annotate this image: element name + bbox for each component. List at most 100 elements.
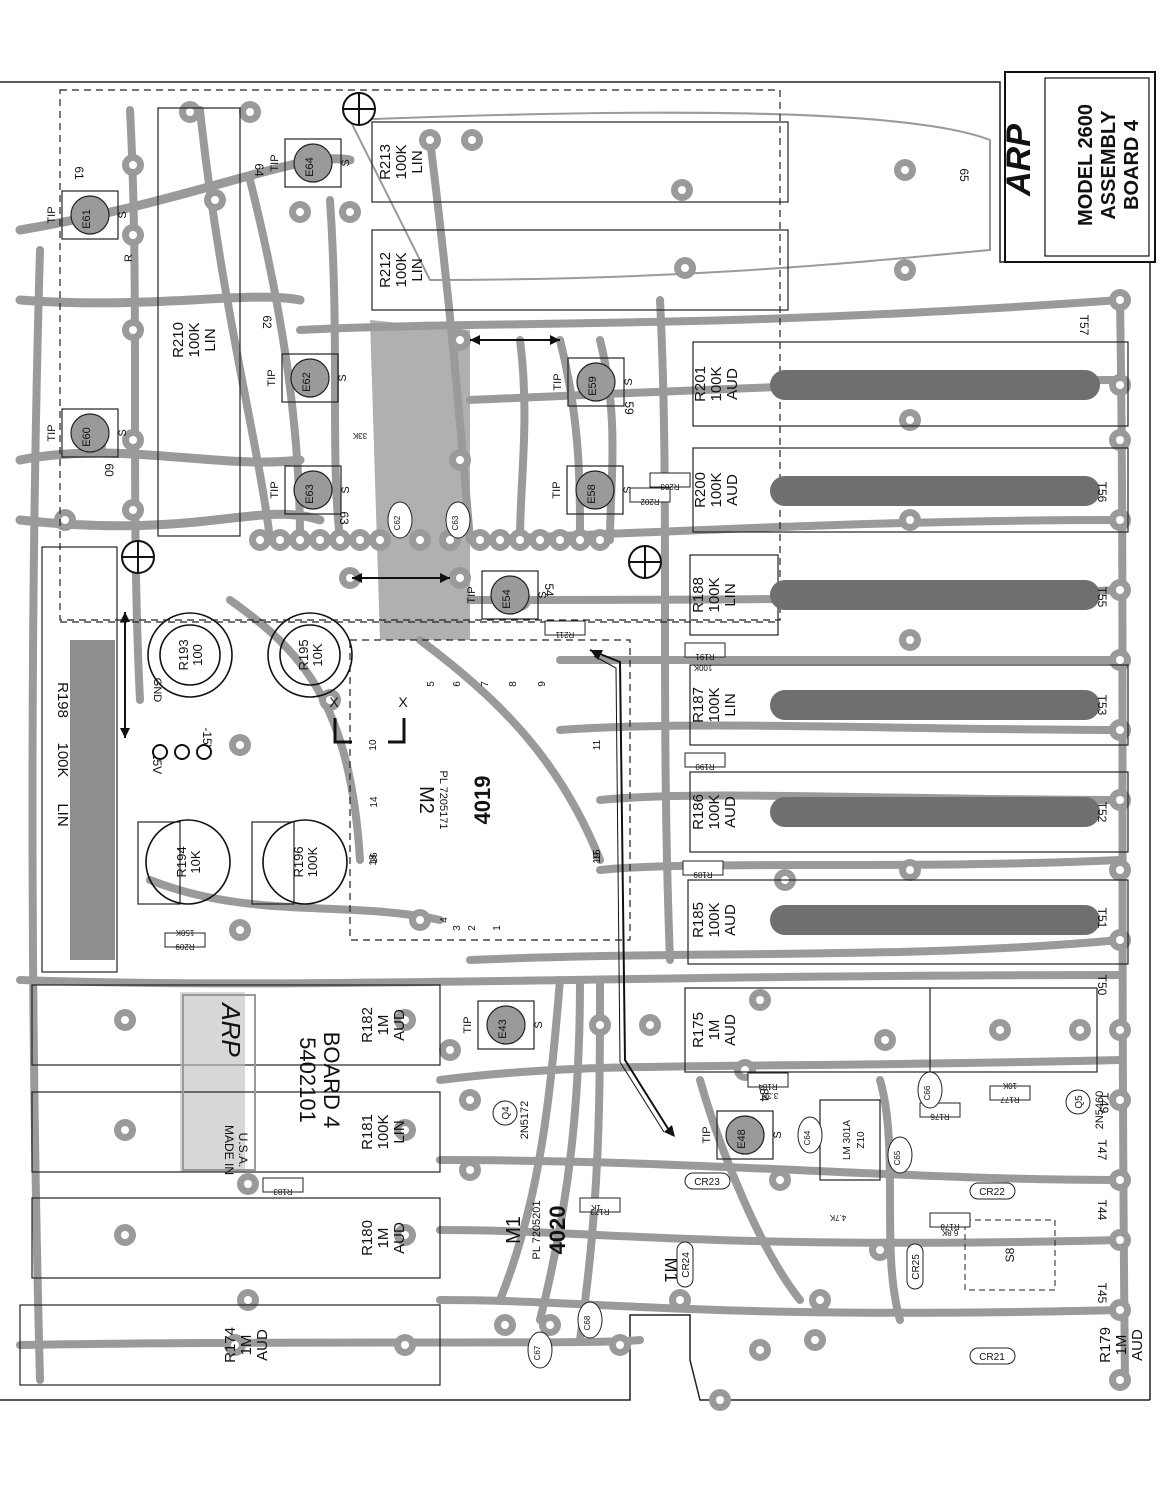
resistor-ref: R177 — [1000, 1095, 1020, 1104]
transistor-type: 2N5172 — [519, 1101, 531, 1140]
pot-value: 100K — [393, 252, 410, 287]
edge-label: 54 — [542, 583, 556, 597]
tab-label: T47 — [1095, 1140, 1109, 1161]
pot-ref: R179 — [1097, 1327, 1114, 1363]
pot-value: 100K — [393, 144, 410, 179]
jack-ref: E60 — [81, 427, 93, 447]
jack-ref: E48 — [736, 1129, 748, 1149]
edge-label: 62 — [260, 315, 274, 329]
pot-ref: R201 — [692, 366, 709, 402]
jack-e54: E54 TIP S — [466, 570, 549, 620]
chip-pin: 10 — [368, 739, 379, 751]
pot-ref: R180 — [359, 1220, 376, 1256]
edge-label: 65 — [957, 168, 971, 182]
pot-taper: AUD — [391, 1009, 408, 1041]
pot-value: 100K — [706, 794, 723, 829]
jack-ref: E58 — [586, 484, 598, 504]
transistor-q4: Q4 2N5172 — [492, 1100, 531, 1140]
trimmer-ref: R193 — [176, 639, 191, 670]
slide-pot-r182: R182 1M AUD — [31, 984, 441, 1172]
resistor-r191: R191 — [684, 642, 726, 661]
pot-taper: AUD — [724, 474, 741, 506]
jack-sleeve-label: S — [117, 429, 129, 436]
cut-mark-2: X — [398, 694, 408, 710]
jack-ref: E54 — [501, 589, 513, 609]
capacitor-c63: C63 — [445, 501, 471, 539]
resistor-r209: R209 — [164, 932, 206, 951]
slide-pot-r200: R200 100K AUD — [692, 447, 1129, 533]
supply-gnd: GND — [151, 678, 163, 703]
ic-m2: M2 PL 7205171 4019 — [415, 771, 495, 830]
title-line-2: ASSEMBLY — [1098, 110, 1120, 220]
jack-ref: E59 — [587, 376, 599, 396]
trimmer-ref: R194 — [174, 846, 189, 877]
pot-ref: R186 — [690, 794, 707, 830]
trimmer-ref: R196 — [291, 846, 306, 877]
svg-text:CR21: CR21 — [979, 1352, 1005, 1363]
ic-z10: LM 301A Z10 — [819, 1099, 881, 1181]
jack-tip-label: TIP — [466, 586, 478, 603]
mount-hole-3 — [628, 545, 662, 579]
tab-label: T57 — [1077, 315, 1091, 336]
pot-ref: R210 — [170, 322, 187, 358]
chip-pin: 15 — [592, 849, 603, 861]
transistor-q5: Q5 2N5460 — [1065, 1089, 1106, 1129]
ic-m1: M1 PL 7205201 4020 M1 — [503, 1201, 681, 1283]
pot-value: 100K — [708, 366, 725, 401]
pot-taper: LIN — [409, 150, 426, 173]
pot-value: 100K — [186, 322, 203, 357]
resistor-ref: R202 — [640, 497, 660, 506]
chip-pin: 9 — [537, 681, 548, 687]
pot-ref: R198 — [54, 682, 71, 718]
resistor-r189: R189 — [682, 860, 724, 879]
resistor-r178: R178 — [929, 1212, 971, 1231]
pot-taper: AUD — [722, 904, 739, 936]
slide-pot-r188: R188 100K LIN — [689, 554, 1100, 636]
chip-pin: 11 — [592, 739, 603, 750]
capacitor-c62: C62 — [387, 501, 413, 539]
svg-text:CR25: CR25 — [911, 1254, 922, 1280]
pot-taper: AUD — [722, 1014, 739, 1046]
switch-label: S8 — [1003, 1247, 1017, 1262]
tab-label: T53 — [1095, 695, 1109, 716]
resistor-value: 1K — [590, 1203, 600, 1212]
pot-ref: R212 — [377, 252, 394, 288]
ic-part: PL 7205171 — [437, 771, 449, 830]
jack-ring-label: R — [123, 254, 135, 262]
mount-hole-2 — [121, 540, 155, 574]
jack-sleeve-label: S — [537, 591, 549, 598]
resistor-ref: R209 — [175, 942, 195, 951]
trimmer-value: 100 — [190, 644, 205, 666]
slide-pot-r213: R213 100K LIN — [371, 121, 789, 203]
capacitor-ref: C63 — [451, 515, 460, 530]
svg-text:CR24: CR24 — [681, 1252, 692, 1278]
cut-marks: X X — [329, 694, 408, 744]
chip-pin: 19 — [592, 852, 603, 864]
chip-pin: 14 — [369, 796, 380, 808]
pot-taper: AUD — [391, 1222, 408, 1254]
svg-text:CR22: CR22 — [979, 1187, 1005, 1198]
resistor-r203: R203 — [649, 472, 691, 491]
resistor-value: 100K — [693, 663, 712, 672]
capacitor-c64: C64 — [797, 1116, 823, 1154]
trimmer-r196: R196 100K — [251, 819, 348, 905]
jack-tip-label: TIP — [701, 1126, 713, 1143]
silk-made-in: MADE IN — [222, 1125, 236, 1175]
diodes: CR22 CR23 CR24 CR25 CR21 — [676, 1172, 1016, 1365]
slide-pot-r185: R185 100K AUD — [687, 879, 1129, 965]
slide-pot-r187: R187 100K LIN — [689, 664, 1129, 746]
chip-pin: 5 — [426, 681, 437, 687]
jack-ref: E43 — [497, 1019, 509, 1039]
pot-value: 100K — [706, 902, 723, 937]
pot-ref: R182 — [359, 1007, 376, 1043]
chip-pin: 3 — [452, 925, 463, 931]
chip-pin: 8 — [508, 681, 519, 687]
resistor-r183: R183 — [262, 1177, 304, 1196]
jack-ref: E64 — [304, 157, 316, 177]
